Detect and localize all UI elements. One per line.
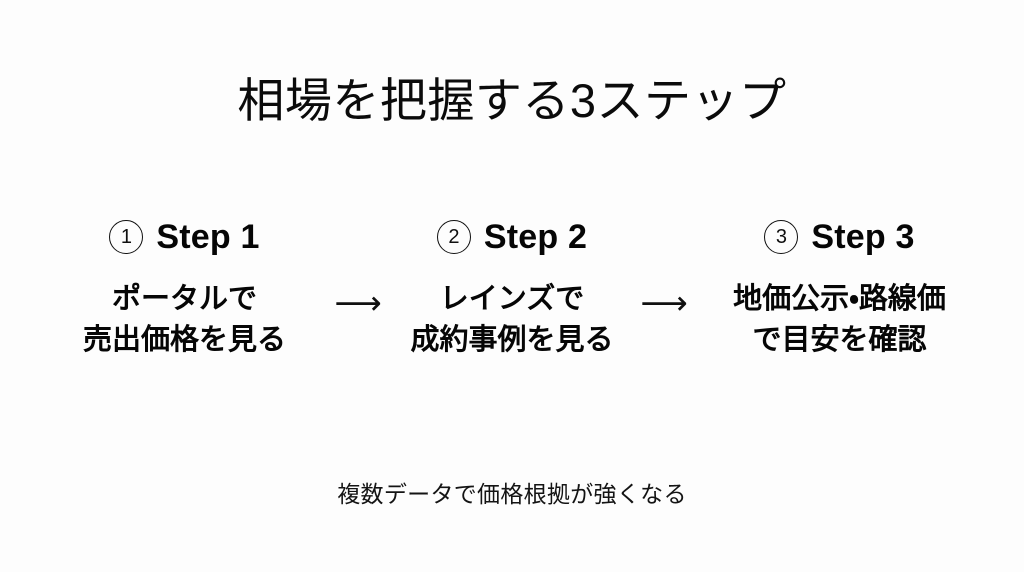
step-label-1: Step 1 — [156, 218, 260, 256]
steps-row: 1 Step 1 ポータルで 売出価格を見る 2 Step 2 レインズで 成約… — [62, 214, 962, 361]
step-label-3: Step 3 — [811, 218, 915, 256]
step-description-2-line-1: レインズで — [439, 283, 585, 315]
step-number-badge-3: 3 — [764, 220, 799, 254]
step-number-badge-1: 1 — [109, 220, 144, 254]
step-column-1: 1 Step 1 ポータルで 売出価格を見る — [62, 214, 307, 361]
page-title: 相場を把握する3ステップ — [237, 74, 787, 128]
step-description-3-line-2: で目安を確認 — [752, 324, 927, 357]
step-description-1: ポータルで 売出価格を見る — [83, 279, 286, 361]
step-label-2: Step 2 — [483, 218, 588, 256]
footnote-text: 複数データで価格根拠が強くなる — [337, 481, 687, 507]
arrow-right-icon-1: ⟶ — [334, 283, 382, 322]
step-column-3: 3 Step 3 地価公示・路線価 で目安を確認 — [717, 214, 962, 361]
step-header-2: 2 Step 2 — [436, 214, 588, 260]
step-column-2: 2 Step 2 レインズで 成約事例を見る — [390, 214, 635, 361]
arrow-right-icon-2: ⟶ — [640, 283, 688, 322]
step-header-1: 1 Step 1 — [109, 214, 259, 260]
step-number-badge-2: 2 — [436, 220, 471, 254]
step-description-3-line-1: 地価公示・路線価 — [733, 283, 946, 315]
step-description-3: 地価公示・路線価 で目安を確認 — [733, 279, 946, 361]
step-description-1-line-2: 売出価格を見る — [82, 324, 286, 357]
step-description-2: レインズで 成約事例を見る — [410, 279, 613, 361]
step-description-2-line-2: 成約事例を見る — [410, 324, 614, 357]
step-description-1-line-1: ポータルで — [111, 283, 257, 315]
step-header-3: 3 Step 3 — [764, 214, 914, 260]
